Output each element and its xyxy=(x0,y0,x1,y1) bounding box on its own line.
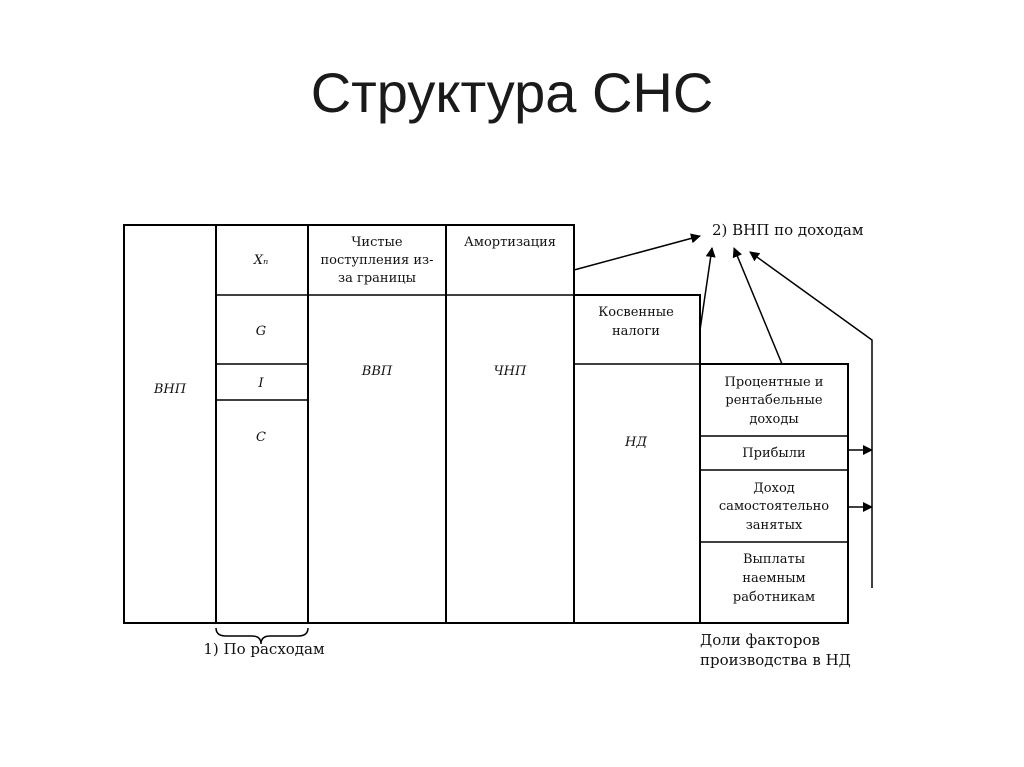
by-expenditure-label: 1) По расходам xyxy=(203,640,325,658)
gnp-label: ВНП xyxy=(153,382,187,397)
wages-line3: работникам xyxy=(733,590,815,605)
page-title: Структура СНС xyxy=(310,61,714,124)
self-line1: Доход xyxy=(753,481,795,496)
g-label: G xyxy=(256,324,266,339)
shares-line2: производства в НД xyxy=(700,651,851,669)
arrow-indirect-taxes xyxy=(699,247,716,331)
gnp-box xyxy=(123,224,217,624)
indirect-line1: Косвенные xyxy=(598,305,674,320)
indirect-line2: налоги xyxy=(612,324,660,339)
arrow-interest xyxy=(732,247,783,365)
self-line2: самостоятельно xyxy=(719,499,829,514)
expenditure-column xyxy=(215,224,309,624)
self-line3: занятых xyxy=(746,518,803,533)
wages-line2: наемным xyxy=(742,571,805,586)
profits-label: Прибыли xyxy=(742,446,805,461)
net-income-line1: Чистые xyxy=(351,235,403,250)
gdp-column xyxy=(307,224,447,624)
net-income-line3: за границы xyxy=(338,271,416,286)
ni-column xyxy=(573,294,701,624)
nnp-column xyxy=(445,224,575,624)
factor-shares-column xyxy=(699,363,849,624)
shares-line1: Доли факторов xyxy=(700,631,820,649)
interest-line2: рентабельные xyxy=(725,393,822,408)
i-label: I xyxy=(257,376,264,391)
by-income-label: 2) ВНП по доходам xyxy=(712,221,864,239)
expenditure-brace xyxy=(215,627,309,645)
wages-line1: Выплаты xyxy=(743,552,805,567)
gdp-label: ВВП xyxy=(361,364,393,379)
net-income-line2: поступления из- xyxy=(320,253,433,268)
arrow-amortization xyxy=(573,233,701,271)
nnp-label: ЧНП xyxy=(494,364,527,379)
c-label: C xyxy=(256,430,266,445)
interest-line3: доходы xyxy=(749,412,798,427)
ni-label: НД xyxy=(624,435,647,450)
interest-line1: Процентные и xyxy=(725,375,824,390)
amortization-label: Амортизация xyxy=(464,235,556,250)
xn-label: Xₙ xyxy=(253,253,269,268)
